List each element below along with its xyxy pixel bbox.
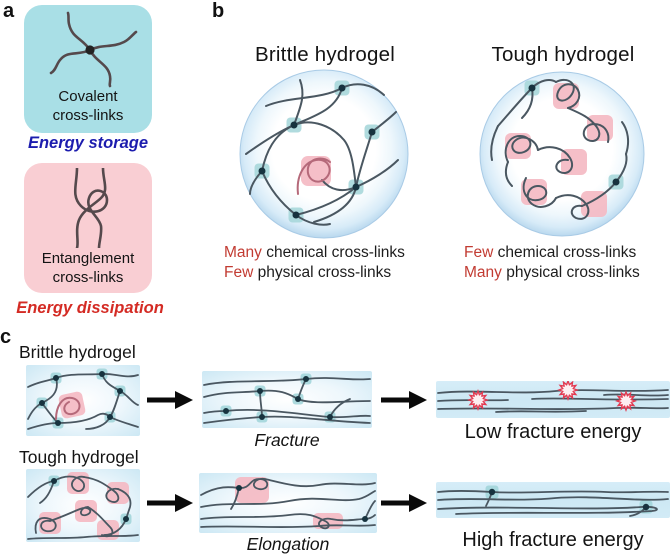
arrow-right-icon	[381, 391, 427, 409]
elongation-label: Elongation	[246, 534, 330, 554]
brittle-hydrogel-network	[239, 69, 409, 239]
c-brittle-network	[26, 365, 140, 436]
panel-b-label: b	[212, 0, 225, 22]
arrow-right-icon	[381, 494, 427, 512]
entanglement-crosslink-title: Entanglement cross-links	[41, 250, 135, 286]
fracture-label: Fracture	[254, 430, 320, 450]
tough-hydrogel-caption: Few chemical cross-links Many physical c…	[464, 243, 640, 282]
c-tough-label: Tough hydrogel	[19, 447, 139, 467]
tough-hydrogel-network	[479, 71, 645, 237]
arrow-right-icon	[147, 391, 193, 409]
low-fracture-energy-label: Low fracture energy	[464, 421, 642, 443]
covalent-crosslink-title: Covalent cross-links	[52, 88, 124, 124]
brittle-hydrogel-title: Brittle hydrogel	[255, 43, 395, 66]
brittle-hydrogel-caption: Many chemical cross-links Few physical c…	[224, 243, 405, 282]
arrow-right-icon	[147, 494, 193, 512]
brittle-caption-line1: Many chemical cross-links	[224, 244, 405, 261]
c-low-fracture-strip	[436, 381, 670, 418]
tough-hydrogel-title: Tough hydrogel	[491, 43, 635, 66]
energy-dissipation-caption: Energy dissipation	[16, 299, 164, 317]
covalent-crosslink-card	[24, 5, 152, 133]
panel-c-label: c	[0, 326, 12, 348]
tough-caption-line2: Many physical cross-links	[464, 263, 640, 281]
c-tough-network	[26, 469, 140, 542]
c-elongation-network	[199, 473, 377, 533]
brittle-caption-line2: Few physical cross-links	[224, 263, 392, 281]
c-fracture-network	[202, 371, 372, 428]
tough-caption-line1: Few chemical cross-links	[464, 244, 637, 261]
panel-a-label: a	[3, 0, 15, 22]
c-brittle-label: Brittle hydrogel	[19, 342, 136, 362]
covalent-crosslink-icon	[49, 11, 138, 88]
high-fracture-energy-label: High fracture energy	[462, 529, 644, 551]
entanglement-crosslink-icon	[73, 168, 109, 248]
entanglement-crosslink-card	[24, 163, 152, 293]
energy-storage-caption: Energy storage	[27, 134, 149, 152]
c-high-fracture-strip	[436, 482, 670, 518]
